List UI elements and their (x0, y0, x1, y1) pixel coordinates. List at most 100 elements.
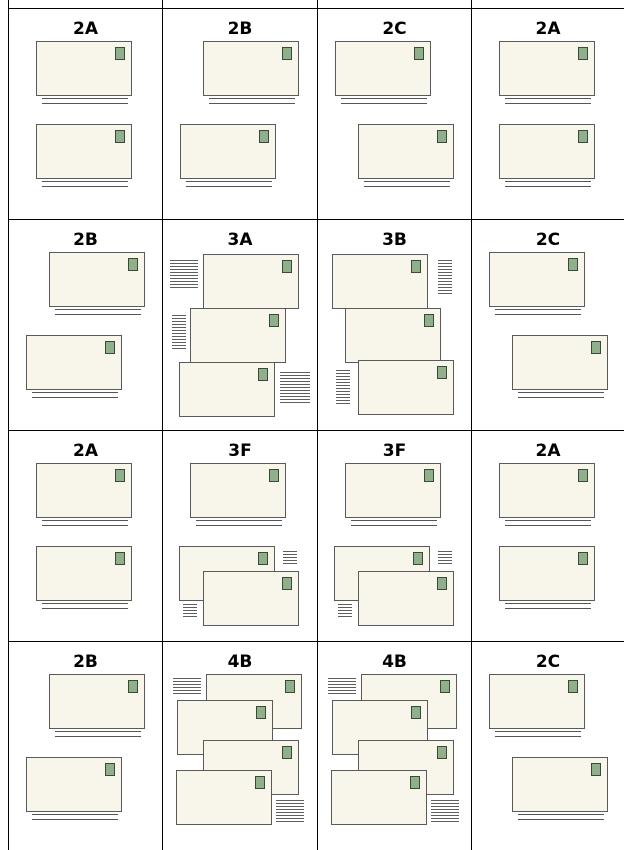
stamp-icon (258, 552, 268, 565)
pattern-label: 3B (318, 230, 471, 250)
address-lines (505, 520, 591, 526)
pattern-label: 2C (318, 19, 471, 39)
envelope-icon (36, 124, 132, 179)
envelope-icon (190, 463, 286, 518)
envelope-icon (179, 362, 275, 417)
stamp-icon (424, 314, 434, 327)
stamp-icon (282, 260, 292, 273)
stamp-icon (128, 680, 138, 693)
stamp-icon (115, 552, 125, 565)
address-lines (32, 814, 118, 820)
envelope-icon (332, 254, 428, 309)
envelope-icon (36, 546, 132, 601)
stamp-icon (410, 776, 420, 789)
envelope-icon (489, 252, 585, 307)
stamp-icon (256, 706, 266, 719)
stamp-icon (578, 47, 588, 60)
envelope-icon (176, 770, 272, 825)
address-lines (328, 678, 356, 696)
stamp-icon (578, 552, 588, 565)
address-lines (170, 260, 198, 290)
envelope-icon (512, 757, 608, 812)
stamp-icon (591, 341, 601, 354)
pattern-cell: 4B (318, 642, 471, 850)
pattern-cell: 2C (472, 220, 624, 430)
pattern-label: 2A (9, 19, 162, 39)
envelope-icon (499, 463, 595, 518)
envelope-icon (335, 41, 431, 96)
address-lines (42, 98, 128, 104)
stamp-icon (440, 680, 450, 693)
pattern-cell: 4B (163, 642, 317, 850)
envelope-icon (180, 124, 276, 179)
pattern-label: 2A (472, 441, 624, 461)
address-lines (55, 309, 141, 315)
stamp-icon (413, 552, 423, 565)
address-lines (55, 731, 141, 737)
pattern-cell: 2A (9, 431, 162, 641)
address-lines (438, 551, 452, 564)
stamp-icon (437, 130, 447, 143)
envelope-icon (36, 463, 132, 518)
stamp-icon (578, 469, 588, 482)
address-lines (42, 603, 128, 609)
envelope-icon (203, 41, 299, 96)
stamp-icon (568, 258, 578, 271)
address-lines (505, 603, 591, 609)
pattern-cell: 2A (472, 431, 624, 641)
address-lines (280, 372, 310, 404)
pattern-label: 2B (163, 19, 317, 39)
address-lines (209, 98, 295, 104)
envelope-icon (49, 252, 145, 307)
address-lines (495, 731, 581, 737)
pattern-label: 4B (318, 652, 471, 672)
stamp-icon (411, 260, 421, 273)
envelope-icon (358, 571, 454, 626)
address-lines (505, 181, 591, 187)
envelope-icon (512, 335, 608, 390)
address-lines (186, 181, 272, 187)
stamp-icon (578, 130, 588, 143)
pattern-label: 2C (472, 652, 624, 672)
envelope-icon (26, 757, 122, 812)
stamp-icon (282, 577, 292, 590)
stamp-icon (115, 469, 125, 482)
envelope-icon (345, 308, 441, 363)
pattern-label: 3A (163, 230, 317, 250)
stamp-icon (437, 577, 447, 590)
envelope-icon (499, 124, 595, 179)
address-lines (336, 370, 350, 404)
stamp-icon (282, 746, 292, 759)
stamp-icon (411, 706, 421, 719)
pattern-cell: 2C (472, 642, 624, 850)
stamp-icon (437, 366, 447, 379)
address-lines (495, 309, 581, 315)
envelope-icon (26, 335, 122, 390)
stamp-icon (128, 258, 138, 271)
stamp-icon (115, 130, 125, 143)
address-lines (431, 800, 459, 822)
stamp-icon (285, 680, 295, 693)
pattern-cell: 2B (163, 9, 317, 219)
stamp-icon (414, 47, 424, 60)
address-lines (283, 551, 297, 564)
address-lines (276, 800, 304, 822)
stamp-icon (105, 341, 115, 354)
stamp-icon (258, 368, 268, 381)
stamp-icon (269, 469, 279, 482)
envelope-icon (331, 770, 427, 825)
stamp-icon (255, 776, 265, 789)
address-lines (364, 181, 450, 187)
address-lines (338, 604, 352, 619)
envelope-icon (49, 674, 145, 729)
pattern-cell: 2A (472, 9, 624, 219)
pattern-cell: 2B (9, 642, 162, 850)
pattern-label: 2B (9, 230, 162, 250)
envelope-icon (489, 674, 585, 729)
envelope-icon (358, 360, 454, 415)
pattern-label: 3F (163, 441, 317, 461)
pattern-cell: 2B (9, 220, 162, 430)
address-lines (196, 520, 282, 526)
address-lines (183, 604, 197, 619)
address-lines (42, 520, 128, 526)
